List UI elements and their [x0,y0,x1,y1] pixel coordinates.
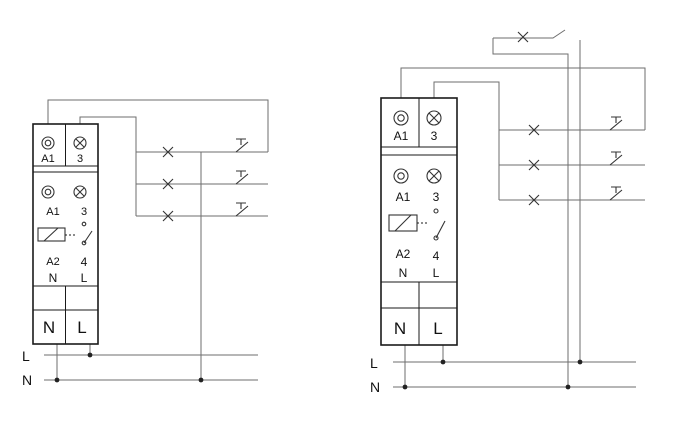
cross-switch-icon [517,31,529,43]
terminal-ring-icon [393,110,409,126]
contact-terminal-4: 4 [433,249,440,263]
right-top-switch [493,29,566,43]
terminal-ring-icon [41,136,55,150]
left-relay-device: A1 3 A1 3 A2 4 N L N L [32,123,99,345]
right-diagram: A1 3 A1 3 A2 4 N L N L L [370,29,646,395]
coil-terminal-a1: A1 [396,190,411,204]
contact-terminal-l: L [433,266,440,280]
left-bus: L N [22,348,258,388]
top-terminal-a1: A1 [41,153,54,165]
bus-label-n: N [22,372,32,388]
contact-terminal-l: L [81,271,88,285]
top-terminal-3: 3 [77,153,83,165]
contact-terminal-4: 4 [81,255,88,269]
cross-switch-icon [162,210,174,222]
cross-switch-icon [162,146,174,158]
contact-icon [433,208,439,214]
cross-switch-icon [162,178,174,190]
pushbutton-icon [609,186,623,201]
coil-terminal-a2: A2 [46,256,59,268]
top-terminal-3: 3 [431,129,438,143]
coil-terminal-a1: A1 [46,206,59,218]
bottom-terminal-l: L [77,318,86,337]
terminal-ring-icon [393,168,409,184]
right-bus: L N [370,355,636,395]
coil-terminal-n: N [49,271,58,285]
bottom-terminal-l: L [433,319,442,338]
bus-label-l: L [370,355,378,371]
coil-terminal-a2: A2 [396,247,411,261]
top-terminal-a1: A1 [394,129,409,143]
right-pushbuttons [609,116,623,201]
pushbutton-icon [235,202,249,217]
lamp-icon [73,185,87,199]
pushbutton-icon [235,170,249,185]
left-cross-switches [162,146,174,222]
bus-label-n: N [370,379,380,395]
bottom-terminal-n: N [43,318,55,337]
left-diagram: A1 3 A1 3 A2 4 N L N L L [22,99,269,388]
pushbutton-icon [235,138,249,153]
left-wiring [47,99,269,380]
contact-terminal-3: 3 [81,206,87,218]
bus-label-l: L [22,348,30,364]
bottom-terminal-n: N [394,319,406,338]
cross-switch-icon [528,194,540,206]
cross-switch-icon [528,159,540,171]
right-relay-device: A1 3 A1 3 A2 4 N L N L [380,97,458,346]
lamp-icon [426,168,442,184]
terminal-ring-icon [41,185,55,199]
pushbutton-icon [609,116,623,131]
left-pushbuttons [235,138,249,217]
right-wiring [400,38,646,387]
lamp-icon [73,136,87,150]
contact-terminal-3: 3 [433,190,440,204]
contact-icon [81,221,87,227]
pushbutton-icon [609,151,623,166]
coil-terminal-n: N [399,266,408,280]
right-cross-switches [528,124,540,206]
lamp-icon [426,110,442,126]
cross-switch-icon [528,124,540,136]
